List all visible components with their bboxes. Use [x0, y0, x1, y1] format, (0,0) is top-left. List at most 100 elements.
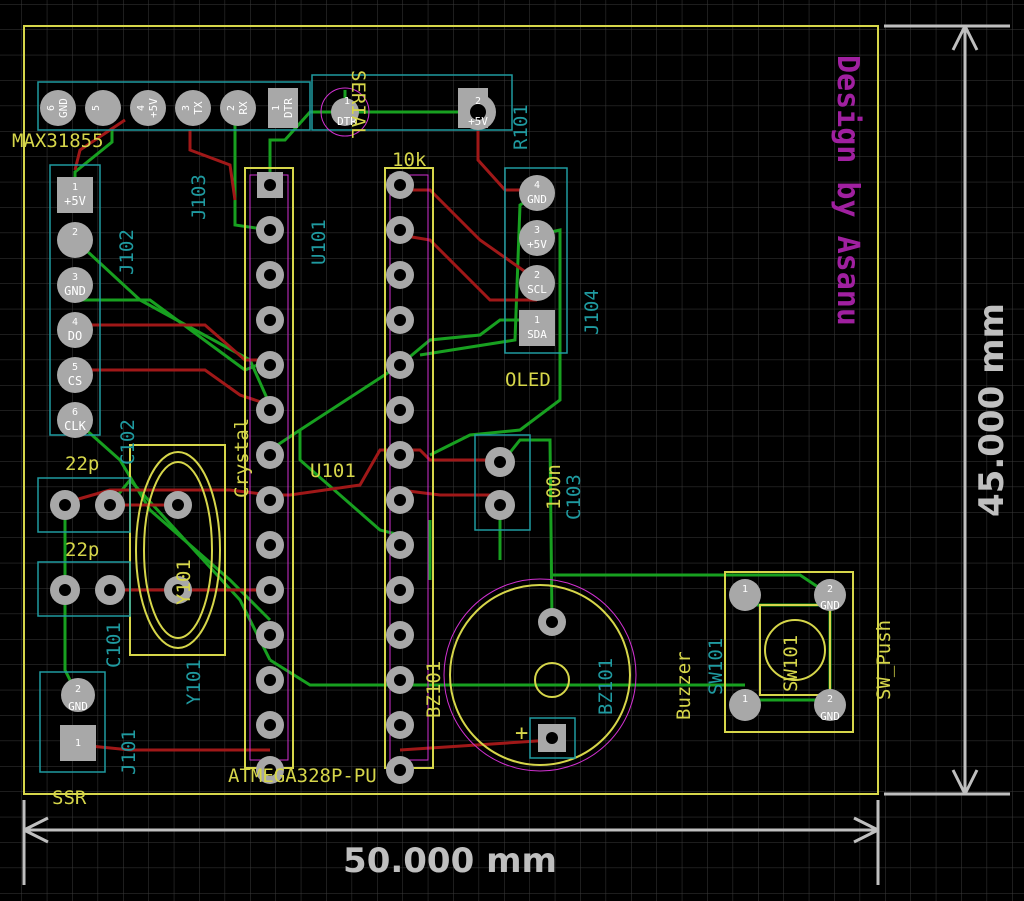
j103-pin-label: GND	[57, 98, 70, 118]
u101-pad-hole	[394, 269, 406, 281]
sw101-pad-2a	[814, 579, 846, 611]
j103-pin-num: 4	[136, 105, 147, 111]
j104-pad	[519, 310, 555, 346]
u101-pad-hole	[264, 719, 276, 731]
j102-pin-label: CLK	[64, 419, 86, 433]
j104-value: OLED	[505, 369, 551, 391]
c102-value: 22p	[65, 453, 99, 475]
j102-pad	[57, 222, 93, 258]
j101-pad-2	[61, 678, 95, 712]
c103-ref: C103	[563, 474, 585, 520]
u101-pad-hole	[264, 449, 276, 461]
j103-pin-num: 6	[46, 105, 57, 111]
sw101-pin2-num: 2	[827, 584, 833, 595]
u101-ref: U101	[308, 219, 330, 265]
j104-pin-num: 1	[534, 315, 540, 326]
j103-pad	[40, 90, 76, 126]
j104-pin-label: SCL	[527, 283, 547, 296]
r101-fab	[311, 74, 513, 131]
via-hole	[172, 499, 184, 511]
via-hole	[494, 499, 506, 511]
u101-pad-hole	[394, 539, 406, 551]
j102-pin-num: 1	[72, 182, 78, 193]
j101-pin2-num: 2	[75, 684, 81, 695]
u101-pad-hole	[264, 179, 276, 191]
u101-pad-hole	[394, 314, 406, 326]
c103-value: 100n	[543, 464, 565, 510]
j103-pad	[130, 90, 166, 126]
bz101-value: Buzzer	[673, 651, 695, 720]
u101-pad-hole	[264, 584, 276, 596]
sw101-pin2-label: GND	[820, 599, 840, 612]
y101-ref: Y101	[183, 659, 205, 705]
j103-ref: J103	[188, 174, 210, 220]
via-hole	[546, 732, 558, 744]
r101-pin1-num: 1	[344, 96, 350, 107]
sw101-outline	[724, 571, 854, 733]
u101-pad-hole	[394, 629, 406, 641]
u101-pad-hole	[264, 224, 276, 236]
j104-pin-label: GND	[527, 193, 547, 206]
dimension-lines	[22, 24, 1010, 885]
j103-pad	[85, 90, 121, 126]
u101-pad-hole	[264, 629, 276, 641]
via-hole	[172, 584, 184, 596]
via-hole	[546, 616, 558, 628]
board-edge	[23, 25, 879, 795]
u101-pad-hole	[394, 224, 406, 236]
j104-fab	[504, 167, 568, 354]
y101-body	[135, 451, 221, 649]
j102-pad	[57, 402, 93, 438]
brand-text: Design by Asanu	[830, 55, 865, 326]
j104-pin-num: 3	[534, 225, 540, 236]
u101-pad-hole	[394, 449, 406, 461]
c103-fab	[474, 434, 531, 531]
u101-pad-hole	[264, 314, 276, 326]
c102-fab	[37, 477, 131, 533]
sw101-pin1-num: 1	[742, 584, 748, 595]
via-hole	[104, 499, 116, 511]
j103-fab	[37, 81, 311, 131]
sw101-pad-1a	[729, 579, 761, 611]
u101-pad-hole	[264, 764, 276, 776]
j103-pad	[175, 90, 211, 126]
via-hole	[59, 499, 71, 511]
j102-pad	[57, 267, 93, 303]
j103-pin-label: TX	[192, 101, 205, 115]
j101-ref: J101	[118, 729, 140, 775]
bz101-ref-silk: BZ101	[423, 661, 445, 718]
r101-pad-2-hole	[470, 104, 486, 120]
j101-pin1-num: 1	[75, 738, 81, 749]
u101-pad-hole	[264, 674, 276, 686]
j102-pin-num: 5	[72, 362, 78, 373]
j101-fab	[39, 671, 106, 773]
j102-pin-label: CS	[68, 374, 82, 388]
y101-value: Crystal	[231, 418, 253, 498]
j104-pin-label: SDA	[527, 328, 547, 341]
r101-courtyard	[320, 87, 370, 137]
j102-pin-num: 4	[72, 317, 78, 328]
j102-ref: J102	[116, 229, 138, 275]
c101-ref: C101	[103, 622, 125, 668]
u101-pad-hole	[264, 539, 276, 551]
j103-pin-num: 5	[91, 105, 102, 111]
j101-pad-1	[60, 725, 96, 761]
sw101-button	[764, 619, 826, 681]
j102-pin-num: 3	[72, 272, 78, 283]
j104-pin-label: +5V	[527, 238, 547, 251]
sw101-pin2b-label: GND	[820, 710, 840, 723]
j102-pin-label: +5V	[64, 194, 86, 208]
sw101-body	[759, 604, 831, 696]
r101-pin1-label: DTR	[337, 115, 357, 128]
j102-pad	[57, 357, 93, 393]
sw101-pad-1b	[729, 689, 761, 721]
u101-pad-hole	[264, 269, 276, 281]
serial-label: SERIAL	[347, 70, 369, 139]
j103-pin-num: 2	[226, 105, 237, 111]
u101-pad-hole	[264, 359, 276, 371]
j103-pin-num: 3	[181, 105, 192, 111]
sw101-pin1b-num: 1	[742, 694, 748, 705]
